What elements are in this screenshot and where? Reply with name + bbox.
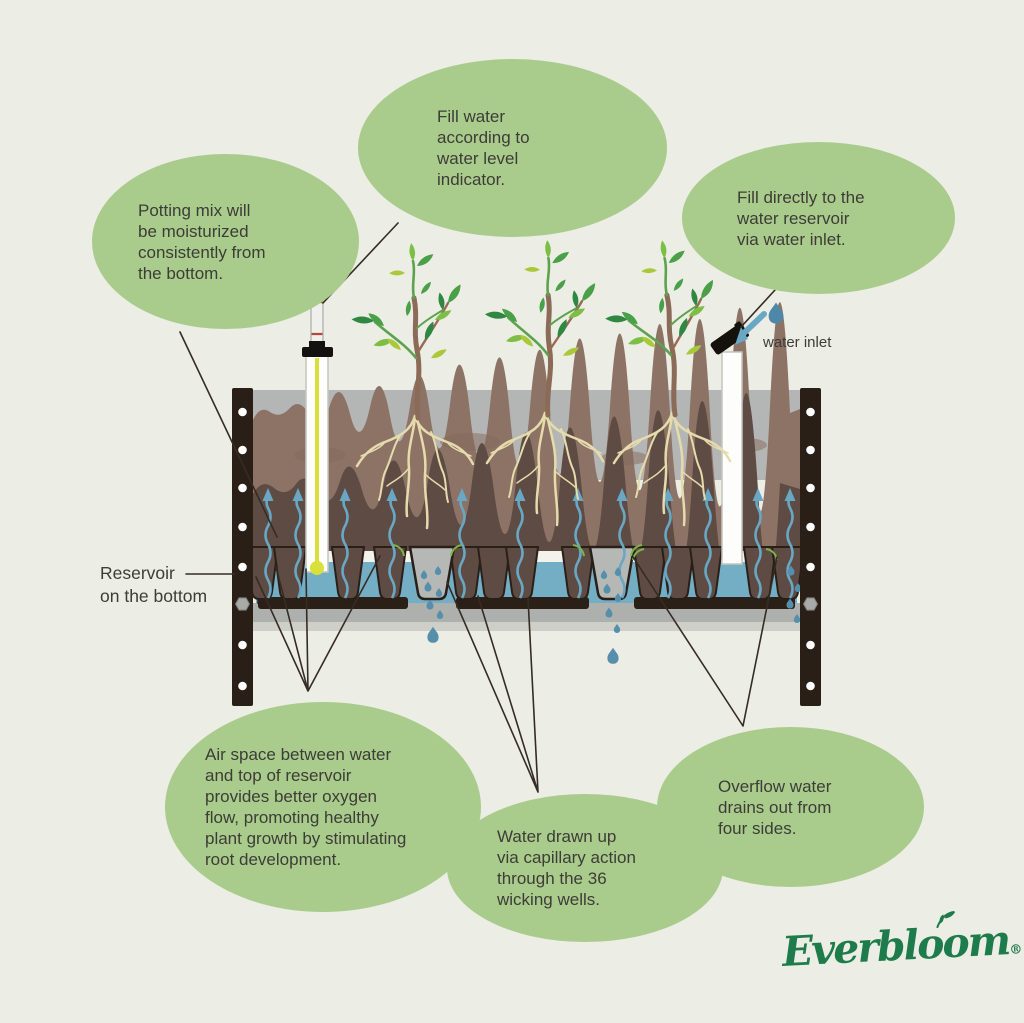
float-ball: [310, 561, 324, 575]
brand-leaf-icon: [936, 910, 956, 929]
callout-line: via water inlet.: [737, 229, 846, 249]
callout-line: four sides.: [718, 818, 797, 838]
registered-mark: ®: [1009, 942, 1023, 959]
reservoir-label: Reservoir on the bottom: [100, 562, 207, 608]
callout-line: according to: [437, 128, 530, 147]
overflow-well: [588, 545, 636, 601]
callout-overflow: Overflow water drains out from four side…: [657, 727, 924, 887]
water-inlet-label: water inlet: [763, 334, 832, 351]
bolt-icon: [803, 597, 818, 611]
callout-line: and top of reservoir: [205, 766, 352, 785]
callout-line: via capillary action: [497, 848, 636, 867]
left-post: [232, 388, 253, 706]
callout-line: Fill water: [437, 107, 506, 126]
callout-air-space: Air space between water and top of reser…: [165, 702, 481, 912]
overflow-well: [408, 545, 456, 601]
callout-potting-mix: Potting mix will be moisturized consiste…: [92, 154, 359, 329]
callout-line: flow, promoting healthy: [205, 808, 379, 827]
callout-line: Potting mix will: [138, 200, 251, 220]
everbloom-logo: Everbloom®: [781, 910, 1023, 976]
callout-line: be moisturized: [138, 221, 249, 241]
reservoir-label-line: Reservoir: [100, 563, 175, 583]
callout-line: Water drawn up: [497, 827, 617, 846]
bolt-icon: [235, 597, 250, 611]
callout-line: Overflow water: [718, 776, 832, 796]
callout-line: provides better oxygen: [205, 787, 377, 806]
callout-fill-directly: Fill directly to the water reservoir via…: [682, 142, 955, 294]
reservoir-label-line: on the bottom: [100, 586, 208, 606]
water-inlet-tube: [721, 351, 743, 565]
callout-line: water reservoir: [737, 208, 850, 228]
callout-line: Air space between water: [205, 745, 392, 764]
callout-line: the bottom.: [138, 263, 224, 283]
callout-line: root development.: [205, 850, 342, 869]
water-level-indicator: [305, 355, 329, 575]
right-post: [800, 388, 821, 706]
callout-line: Fill directly to the: [737, 187, 865, 207]
callout-line: drains out from: [718, 797, 832, 817]
callout-line: plant growth by stimulating: [205, 829, 407, 848]
callout-line: through the 36: [497, 869, 607, 888]
callout-line: wicking wells.: [497, 890, 600, 909]
callout-line: water level: [437, 149, 519, 168]
callout-fill-water: Fill water according to water level indi…: [358, 59, 667, 237]
callout-line: indicator.: [437, 170, 506, 189]
base-plate-edge: [233, 622, 820, 631]
callout-line: consistently from: [138, 242, 266, 262]
water-inlet-arrow-icon: [735, 311, 767, 345]
